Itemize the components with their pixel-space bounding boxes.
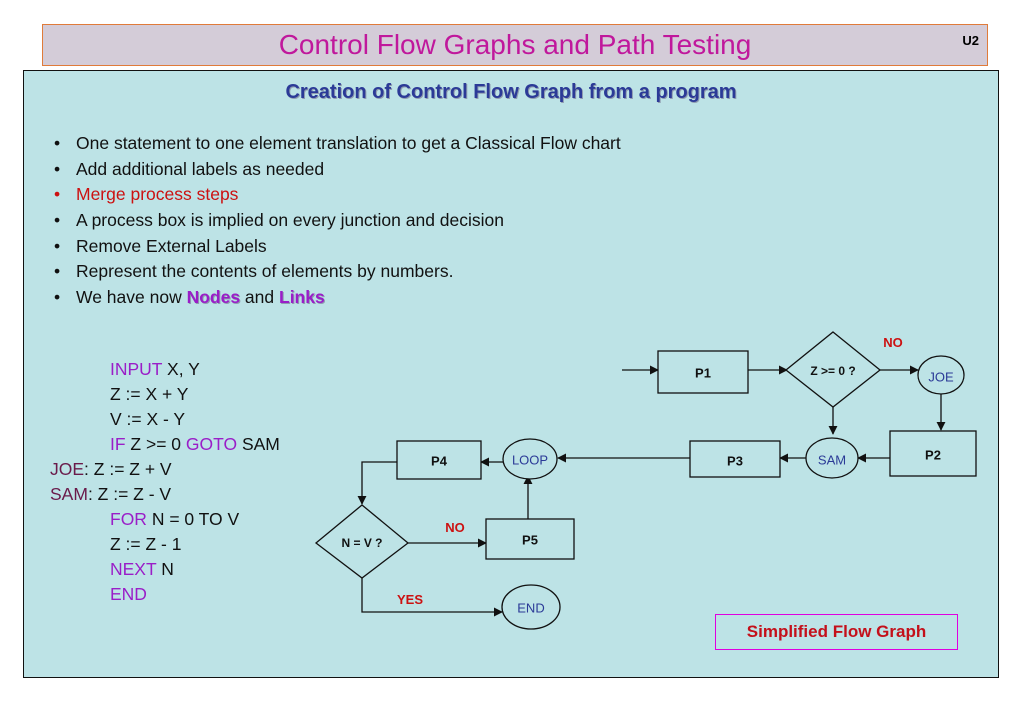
node-loop: [502, 438, 558, 480]
code-line: IF Z >= 0 GOTO SAM: [110, 434, 280, 455]
bullet-dot-icon: •: [54, 158, 61, 179]
bullet-text: Remove External Labels: [76, 235, 267, 256]
slide-title: Control Flow Graphs and Path Testing: [278, 29, 752, 60]
edge-label-no-z: NO: [883, 335, 903, 350]
node-label-end: END: [517, 601, 544, 616]
node-end: [501, 584, 561, 630]
slide-id: U2: [962, 33, 979, 48]
edge-d2-end: [361, 578, 503, 617]
bullet-dot-icon: •: [54, 210, 61, 231]
code-line: NEXT N: [110, 559, 174, 580]
node-p5: [485, 518, 575, 560]
code-text: Z := X + Y: [110, 384, 189, 404]
caption-box: Simplified Flow Graph: [715, 614, 958, 650]
code-keyword: END: [110, 584, 147, 604]
bullet-text: Represent the contents of elements by nu…: [76, 261, 454, 282]
code-line: INPUT X, Y: [110, 359, 200, 380]
highlight-nodes: Nodes: [186, 287, 241, 308]
node-sam: [805, 437, 859, 479]
bullet-text-mid: and: [240, 287, 279, 308]
bullet-list: • One statement to one element translatio…: [54, 131, 621, 311]
node-p2: [889, 430, 977, 477]
bullet-text: A process box is implied on every juncti…: [76, 210, 505, 231]
code-text: X, Y: [162, 359, 200, 379]
code-text: :: [87, 484, 98, 504]
bullet-dot-icon: •: [54, 184, 61, 205]
code-keyword: IF: [110, 434, 126, 454]
code-text: Z := Z + V: [93, 459, 172, 479]
edge-p4-d2: [357, 461, 397, 505]
code-text: N = 0 TO V: [146, 509, 240, 529]
node-p1: [657, 350, 749, 394]
node-joe: [917, 355, 965, 395]
code-line: V := X - Y: [110, 409, 185, 430]
node-labels: P1 P2 P3 P4 P5 Z >= 0 ? N = V ? JOE SAM …: [341, 364, 953, 616]
code-text: Z >= 0: [125, 434, 186, 454]
code-label: JOE: [50, 459, 85, 479]
slide-subtitle: Creation of Control Flow Graph from a pr…: [285, 81, 737, 103]
bullet-item: • Merge process steps: [54, 182, 621, 208]
code-text: N: [156, 559, 174, 579]
graph-edges: [357, 365, 946, 617]
bullet-text: Merge process steps: [76, 184, 239, 205]
node-label-p4: P4: [431, 454, 448, 469]
node-p4: [396, 440, 482, 480]
node-label-decision-z: Z >= 0 ?: [810, 364, 855, 378]
graph-nodes: [314, 331, 977, 630]
bullet-dot-icon: •: [54, 235, 61, 256]
code-line: END: [110, 584, 147, 605]
code-keyword: FOR: [110, 509, 147, 529]
code-keyword: GOTO: [185, 434, 238, 454]
bullet-item: • One statement to one element translatio…: [54, 131, 621, 157]
node-label-p5: P5: [522, 533, 538, 548]
bullet-dot-icon: •: [54, 287, 61, 308]
node-p3: [689, 440, 781, 478]
edge-labels: NO NO YES: [397, 335, 903, 607]
code-line: FOR N = 0 TO V: [110, 509, 239, 530]
code-line: Z := Z - 1: [110, 534, 181, 555]
bullet-text: One statement to one element translation…: [76, 133, 621, 153]
bullet-item: • Remove External Labels: [54, 234, 621, 260]
code-line: JOE: Z := Z + V: [50, 459, 172, 480]
edge-label-no-n: NO: [445, 520, 465, 535]
node-label-loop: LOOP: [512, 453, 548, 468]
code-text: Z := Z - V: [97, 484, 172, 504]
node-decision-z: [784, 331, 882, 408]
bullet-item: • Add additional labels as needed: [54, 157, 621, 183]
node-label-p3: P3: [727, 454, 743, 469]
node-decision-n: [314, 504, 410, 579]
code-keyword: INPUT: [110, 359, 163, 379]
code-text: :: [84, 459, 94, 479]
bullet-text-prefix: We have now: [76, 287, 187, 308]
highlight-links: Links: [279, 287, 325, 308]
title-bar: Control Flow Graphs and Path Testing U2: [42, 24, 988, 66]
node-label-sam: SAM: [818, 453, 846, 468]
node-label-p1: P1: [695, 366, 711, 381]
bullet-dot-icon: •: [54, 133, 61, 153]
code-text: SAM: [237, 434, 280, 454]
code-label: SAM: [50, 484, 88, 504]
bullet-text: Add additional labels as needed: [76, 158, 325, 179]
edge-label-yes: YES: [397, 592, 423, 607]
code-keyword: NEXT: [110, 559, 157, 579]
bullet-item: • A process box is implied on every junct…: [54, 208, 621, 234]
code-text: V := X - Y: [110, 409, 186, 429]
bullet-item: • Represent the contents of elements by n…: [54, 259, 621, 285]
code-line: Z := X + Y: [110, 384, 188, 405]
bullet-dot-icon: •: [54, 261, 61, 282]
code-line: SAM: Z := Z - V: [50, 484, 171, 505]
bullet-item: • We have now Nodes and Links: [54, 285, 621, 311]
node-label-joe: JOE: [928, 370, 954, 385]
code-text: Z := Z - 1: [110, 534, 182, 554]
node-label-p2: P2: [925, 448, 941, 463]
node-label-decision-n: N = V ?: [341, 536, 382, 550]
